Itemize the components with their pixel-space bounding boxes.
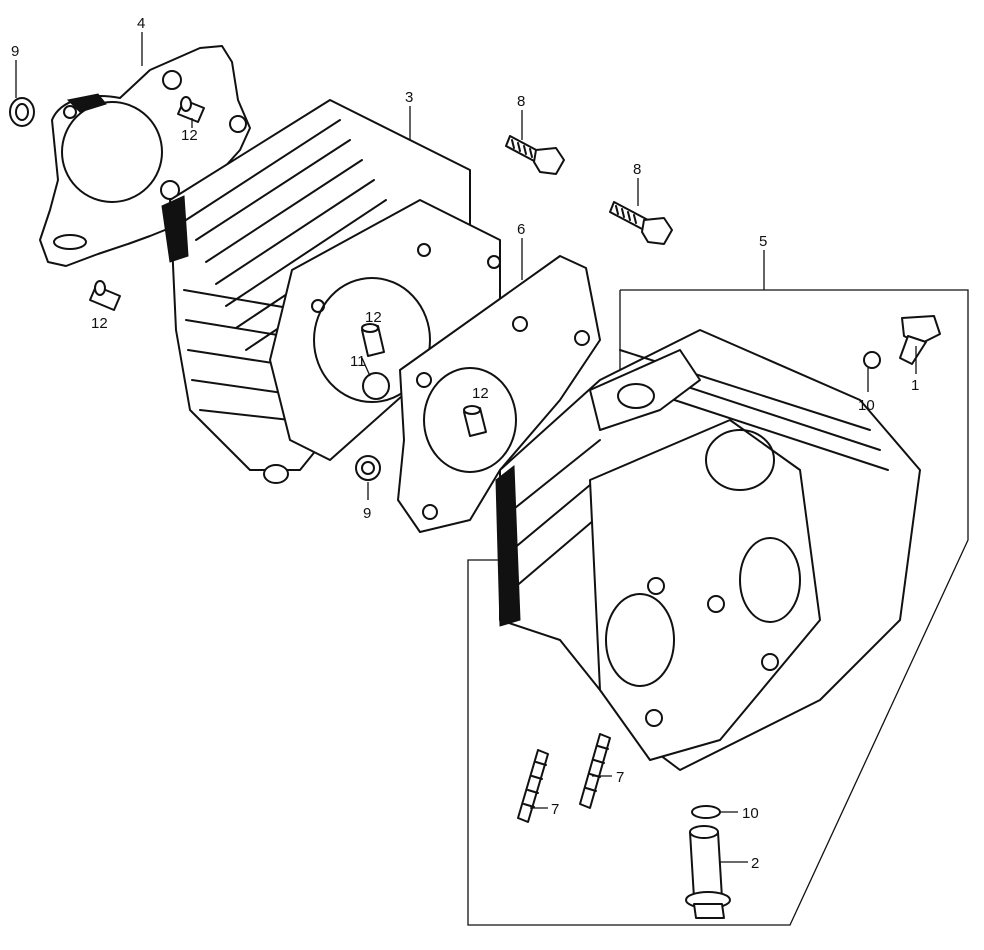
part-12-dowel-top — [177, 96, 205, 123]
callout-9-top: 9 — [11, 43, 19, 60]
callout-7-left: 7 — [551, 801, 559, 818]
callout-4: 4 — [137, 15, 145, 32]
callout-3: 3 — [405, 89, 413, 106]
callout-7-right: 7 — [616, 769, 624, 786]
callout-11: 11 — [350, 353, 366, 370]
callout-6: 6 — [517, 221, 525, 238]
callout-5: 5 — [759, 233, 767, 250]
part-10-oring-upper — [863, 351, 881, 369]
part-8-bolt-upper — [505, 135, 565, 175]
part-12-dowel-left — [89, 280, 121, 311]
part-9-washer-lower — [355, 455, 381, 481]
leader-lines — [15, 32, 917, 863]
part-1-bolt — [899, 315, 941, 365]
part-5-cylinder-head — [495, 329, 921, 771]
part-9-washer-top — [9, 97, 35, 127]
part-4-gasket — [39, 45, 251, 267]
callout-10-upper: 10 — [858, 397, 875, 414]
part-8-bolt-lower — [609, 201, 673, 245]
callout-12-left: 12 — [91, 315, 108, 332]
callout-12-gasket: 12 — [472, 385, 489, 402]
callout-1: 1 — [911, 377, 919, 394]
callout-8-lower: 8 — [633, 161, 641, 178]
callout-12-top: 12 — [181, 127, 198, 144]
callout-8-upper: 8 — [517, 93, 525, 110]
callout-9-lower: 9 — [363, 505, 371, 522]
part-10-oring-lower — [691, 805, 721, 819]
part-2-flange-bolt — [685, 825, 731, 919]
callout-2: 2 — [751, 855, 759, 872]
callout-10-lower: 10 — [742, 805, 759, 822]
part-7-stud-left — [517, 749, 549, 823]
part-3-cylinder — [161, 99, 501, 484]
callout-12-cylinder: 12 — [365, 309, 382, 326]
part-7-stud-right — [579, 733, 611, 809]
